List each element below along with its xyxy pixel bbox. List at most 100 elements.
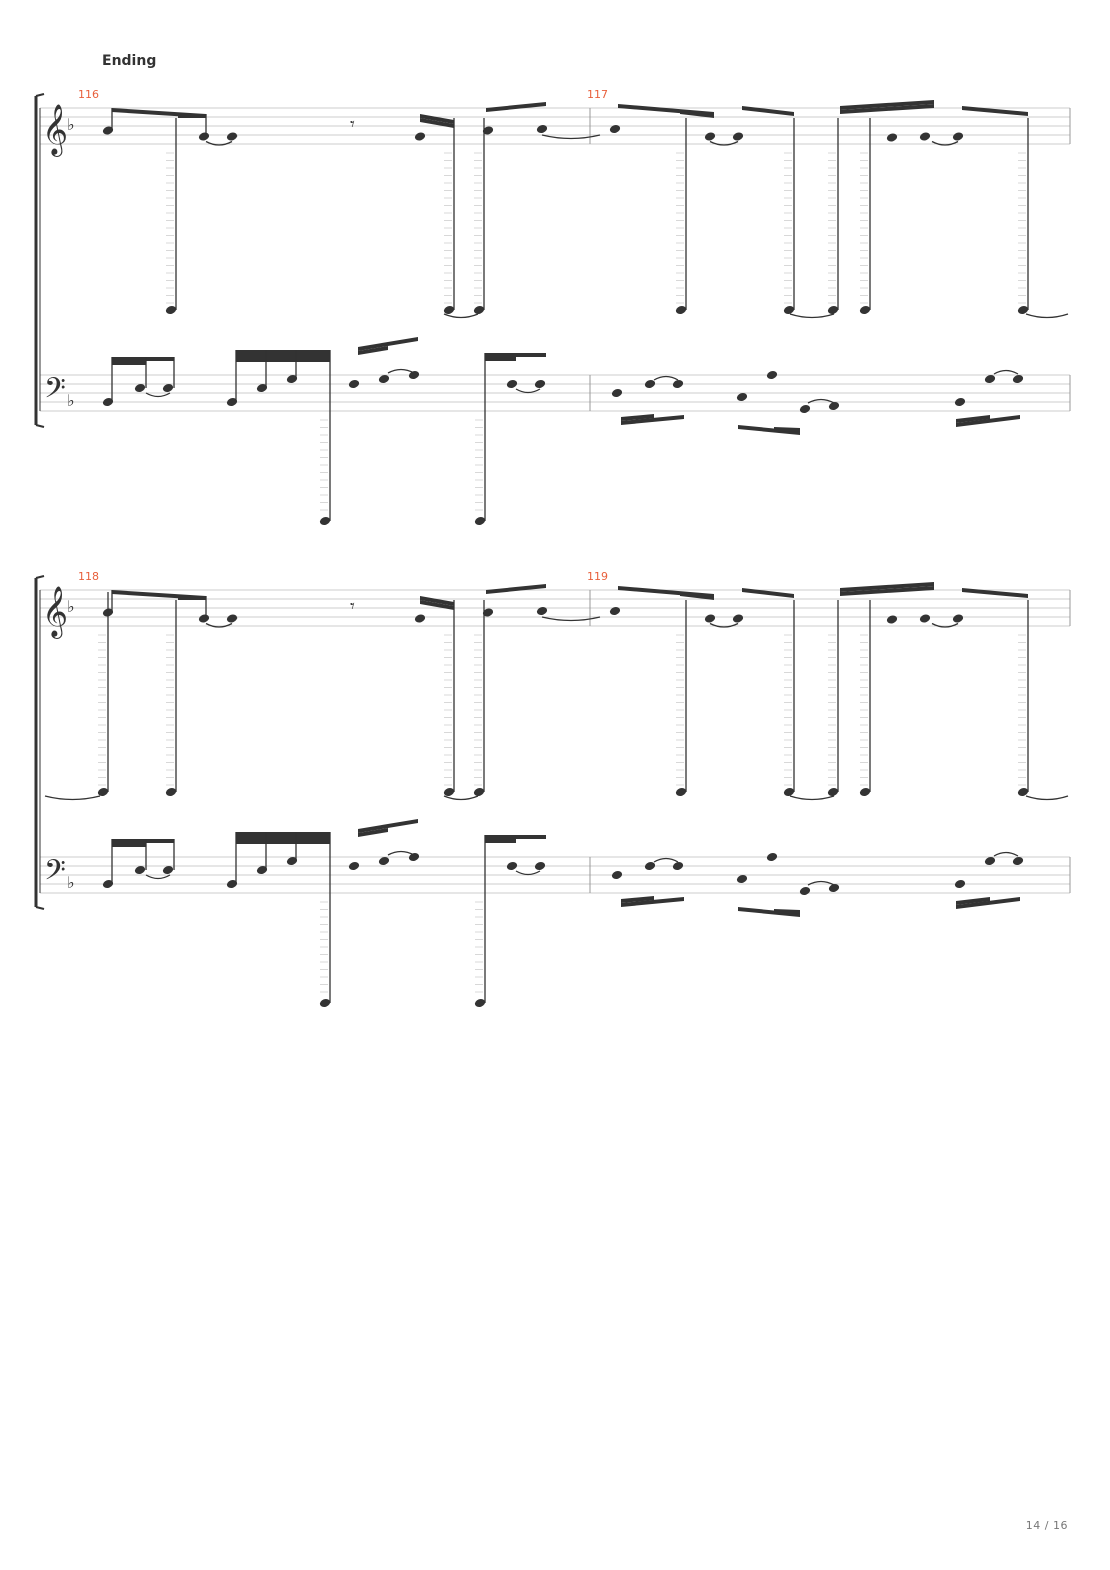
note-head — [886, 133, 898, 142]
note-head — [675, 788, 687, 796]
note-beam — [420, 596, 454, 606]
note-tie — [653, 375, 679, 381]
note-head — [134, 384, 146, 392]
note-beam — [420, 118, 454, 128]
note-head — [611, 389, 623, 397]
note-head — [256, 866, 268, 874]
note-head — [97, 788, 109, 796]
note-tie — [205, 140, 233, 146]
note-tie — [387, 850, 415, 856]
note-beam — [236, 832, 330, 836]
note-tie — [931, 622, 959, 628]
note-head — [704, 132, 716, 141]
note-beam — [112, 357, 174, 361]
treble-clef-icon: 𝄞 — [42, 104, 68, 157]
note-beam — [420, 114, 454, 124]
note-tie — [789, 795, 835, 801]
note-beam — [840, 582, 934, 592]
note-head — [644, 862, 656, 870]
bass-clef-icon: 𝄢 — [44, 372, 66, 412]
note-head — [919, 132, 931, 141]
note-beam — [738, 907, 800, 917]
note-beam — [485, 353, 546, 357]
treble-clef-icon: 𝄞 — [42, 586, 68, 639]
note-head — [226, 398, 238, 406]
note-head — [474, 517, 486, 525]
note-tie — [443, 795, 479, 801]
note-beam — [738, 425, 800, 435]
system-bracket — [35, 93, 45, 97]
note-head — [534, 380, 546, 388]
note-beam — [621, 896, 654, 903]
note-head — [732, 614, 744, 623]
note-beam — [358, 346, 388, 355]
note-head — [859, 788, 871, 796]
note-head — [226, 880, 238, 888]
note-head — [766, 371, 778, 379]
note-head — [506, 380, 518, 388]
note-tie — [709, 622, 739, 628]
note-tie — [443, 313, 479, 319]
note-beam — [485, 357, 516, 361]
note-head — [984, 375, 996, 383]
note-beam — [236, 840, 330, 844]
note-tie — [387, 368, 415, 374]
note-head — [198, 614, 210, 623]
page-indicator: 14 / 16 — [1025, 1519, 1068, 1532]
note-head — [609, 125, 621, 133]
note-head — [644, 380, 656, 388]
note-head — [675, 306, 687, 314]
note-tie — [145, 874, 171, 880]
note-beam — [485, 835, 546, 839]
note-beam — [680, 592, 714, 600]
note-tie — [541, 134, 601, 140]
note-head — [783, 306, 795, 314]
note-head — [198, 132, 210, 141]
note-tie — [709, 140, 739, 146]
note-tie — [44, 795, 101, 801]
note-head — [414, 614, 426, 623]
note-tie — [1025, 313, 1069, 319]
note-head — [799, 887, 811, 895]
flat-icon: ♭ — [67, 597, 75, 616]
note-tie — [653, 857, 679, 863]
note-head — [165, 306, 177, 314]
note-head — [414, 132, 426, 141]
system-bracket — [35, 575, 45, 579]
note-beam — [358, 828, 388, 837]
note-beam — [621, 897, 684, 907]
note-head — [954, 880, 966, 888]
note-head — [102, 398, 114, 406]
note-head — [162, 866, 174, 874]
note-head — [286, 857, 298, 865]
flat-icon: ♭ — [67, 873, 75, 892]
measure-number: 116 — [78, 88, 99, 101]
note-head — [162, 384, 174, 392]
eighth-rest-icon: 𝄾 — [350, 596, 355, 617]
eighth-rest-icon: 𝄾 — [350, 114, 355, 135]
note-beam — [840, 100, 934, 110]
note-beam — [486, 584, 546, 594]
note-head — [766, 853, 778, 861]
note-head — [534, 862, 546, 870]
note-tie — [515, 388, 541, 394]
note-beam — [236, 358, 330, 362]
note-head — [609, 607, 621, 615]
note-head — [319, 999, 331, 1007]
note-head — [828, 402, 840, 410]
note-beam — [840, 586, 934, 596]
note-head — [256, 384, 268, 392]
note-head — [859, 306, 871, 314]
note-head — [1017, 788, 1029, 796]
note-head — [611, 871, 623, 879]
note-head — [408, 371, 420, 379]
note-head — [536, 607, 548, 615]
note-head — [378, 857, 390, 865]
note-head — [1012, 375, 1024, 383]
note-head — [736, 875, 748, 883]
note-head — [474, 999, 486, 1007]
note-beam — [956, 897, 990, 905]
measure-number: 118 — [78, 570, 99, 583]
